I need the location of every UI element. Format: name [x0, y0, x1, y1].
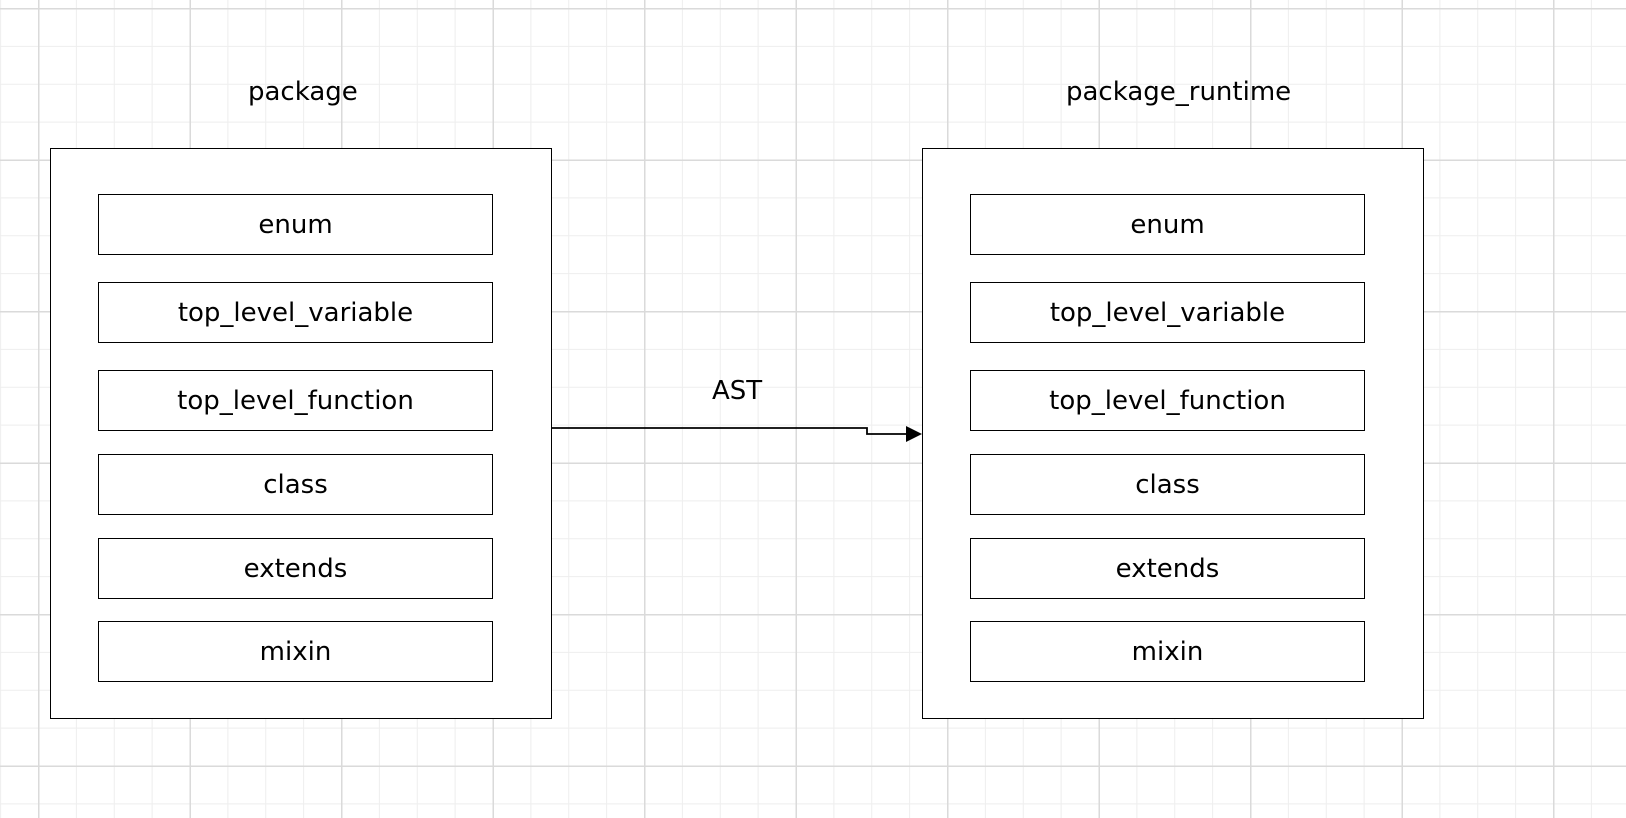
left-item-enum[interactable]: enum	[98, 194, 493, 255]
left-item-top-level-function[interactable]: top_level_function	[98, 370, 493, 431]
left-item-class[interactable]: class	[98, 454, 493, 515]
ast-connector-line	[552, 427, 906, 435]
left-package-container[interactable]: enum top_level_variable top_level_functi…	[50, 148, 552, 719]
right-package-container[interactable]: enum top_level_variable top_level_functi…	[922, 148, 1424, 719]
right-item-class[interactable]: class	[970, 454, 1365, 515]
left-group-title: package	[248, 77, 358, 107]
ast-edge-label: AST	[712, 376, 763, 406]
right-item-extends[interactable]: extends	[970, 538, 1365, 599]
right-item-top-level-function[interactable]: top_level_function	[970, 370, 1365, 431]
left-item-top-level-variable[interactable]: top_level_variable	[98, 282, 493, 343]
arrowhead-icon	[906, 426, 922, 442]
left-item-extends[interactable]: extends	[98, 538, 493, 599]
left-item-mixin[interactable]: mixin	[98, 621, 493, 682]
right-item-mixin[interactable]: mixin	[970, 621, 1365, 682]
right-item-top-level-variable[interactable]: top_level_variable	[970, 282, 1365, 343]
right-group-title: package_runtime	[1066, 77, 1292, 107]
right-item-enum[interactable]: enum	[970, 194, 1365, 255]
